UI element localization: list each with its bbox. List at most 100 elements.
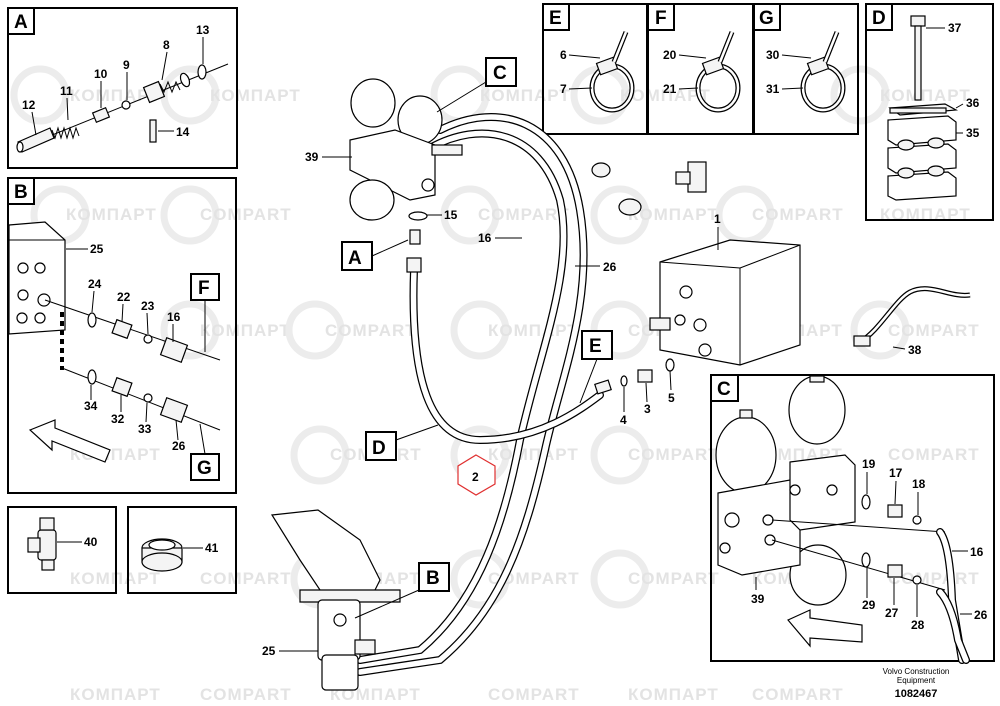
callout-13: 13 (196, 23, 210, 37)
svg-text:COMPART: COMPART (752, 205, 844, 224)
watermark-row: КОМПАРТ COMPART COMPART КОМПАРТ COMPART … (30, 185, 971, 245)
main-tag-a: A (348, 248, 362, 269)
inset-e: E 6 7 (542, 3, 648, 135)
svg-text:КОМПАРТ: КОМПАРТ (70, 569, 161, 588)
main-valve-block-1 (649, 239, 801, 366)
inset-40: 40 (7, 506, 117, 594)
main-tags: C A D E B (341, 57, 613, 619)
callout-26: 26 (172, 439, 186, 453)
svg-text:КОМПАРТ: КОМПАРТ (210, 86, 301, 105)
main-tag-c: C (493, 63, 507, 84)
svg-text:КОМПАРТ: КОМПАРТ (200, 321, 291, 340)
part-30-31-cable-tie (800, 31, 846, 113)
main-accumulator-valve (349, 78, 463, 221)
part-28-ring (912, 575, 922, 585)
inset-d-tag-box (865, 3, 893, 31)
accumulator-left (715, 409, 777, 494)
callout-9: 9 (123, 58, 130, 72)
callout-32: 32 (111, 412, 125, 426)
svg-text:COMPART: COMPART (488, 685, 580, 704)
credit-block: Volvo Construction Equipment 1082467 (883, 667, 950, 700)
callout-19: 19 (862, 457, 876, 471)
valve-block-c (717, 454, 856, 576)
part-23-ring (143, 334, 153, 344)
main-tag-b: B (426, 568, 440, 589)
part-17-nipple (887, 504, 903, 518)
direction-arrow-b (28, 419, 111, 463)
main-callout-26: 26 (603, 260, 617, 274)
main-fittings-3-4-5 (594, 358, 675, 395)
main-part-15-seal (408, 211, 428, 221)
svg-text:COMPART: COMPART (888, 321, 980, 340)
watermark-row: КОМПАРТ КОМПАРТ КОМПАРТ КОМПАРТ КОМПАРТ (10, 65, 970, 125)
callout-33: 33 (138, 422, 152, 436)
callout-23: 23 (141, 299, 155, 313)
ref-g-tag: G (197, 458, 212, 479)
inset-41: 41 (127, 506, 237, 594)
main-tag-e: E (589, 336, 602, 357)
inset-a-tag: A (14, 12, 28, 33)
part-26-hose-end (159, 397, 189, 423)
main-callout-1: 1 (714, 212, 721, 226)
callout-26-c: 26 (974, 608, 988, 622)
inset-c-tag-box (710, 374, 739, 402)
callout-16-c: 16 (970, 545, 984, 559)
main-callout-16: 16 (478, 231, 492, 245)
watermark-row: КОМПАРТ COMPART КОМПАРТ COMPART КОМПАРТ … (70, 685, 844, 704)
callout-6: 6 (560, 48, 567, 62)
part-18-ring (912, 515, 922, 525)
svg-text:КОМПАРТ: КОМПАРТ (70, 685, 161, 704)
main-tag-d-box (365, 431, 397, 461)
main-loose-parts (591, 161, 707, 216)
document-number: 1082467 (895, 688, 938, 700)
callout-29: 29 (862, 598, 876, 612)
part-9-ball (121, 100, 131, 110)
inset-41-frame (127, 506, 237, 594)
callout-8: 8 (163, 38, 170, 52)
callout-36: 36 (966, 96, 980, 110)
part-40-elbow-fitting (27, 517, 57, 571)
accumulator-bottom (789, 544, 847, 606)
svg-text:COMPART: COMPART (200, 569, 292, 588)
main-hose-end-d (406, 257, 422, 273)
part-41-plug (141, 538, 183, 572)
callout-40: 40 (84, 535, 98, 549)
inset-d-tag: D (872, 8, 886, 29)
inset-40-frame (7, 506, 117, 594)
part-16-hose-end (159, 337, 189, 363)
inset-b: B F G 25 24 22 23 16 (7, 177, 237, 494)
callout-7: 7 (560, 82, 567, 96)
inset-b-tag: B (14, 182, 28, 203)
inset-g-tag-box (753, 3, 781, 31)
svg-text:COMPART: COMPART (752, 685, 844, 704)
watermark-row: КОМПАРТ COMPART КОМПАРТ COMPART КОМПАРТ … (70, 425, 979, 485)
part-27-nipple (887, 564, 903, 578)
main-callouts: 39 15 16 26 1 4 3 5 38 25 (262, 150, 922, 658)
inset-a-tag-box (7, 7, 35, 35)
svg-text:COMPART: COMPART (888, 569, 980, 588)
inset-a: A 12 11 10 9 8 13 14 (7, 7, 238, 169)
hose-16-end-c (936, 528, 966, 664)
part-35-clamp-blocks (887, 115, 957, 201)
callout-24: 24 (88, 277, 102, 291)
main-tag-c-box (485, 57, 517, 87)
svg-text:COMPART: COMPART (478, 205, 570, 224)
svg-text:COMPART: COMPART (200, 685, 292, 704)
part-32-nipple (111, 376, 133, 398)
part-37-bolt (910, 15, 926, 101)
part-10-cap (91, 106, 111, 124)
callout-37: 37 (948, 21, 962, 35)
main-hoses (356, 113, 604, 676)
direction-arrow-c (787, 609, 863, 648)
credit-line-1: Volvo Construction (883, 667, 950, 676)
main-tag-d: D (372, 438, 386, 459)
callout-31: 31 (766, 82, 780, 96)
part-34-seal (87, 369, 97, 385)
main-callout-38: 38 (908, 343, 922, 357)
svg-text:КОМПАРТ: КОМПАРТ (880, 205, 971, 224)
ref-f-tag: F (198, 278, 210, 299)
callout-21: 21 (663, 82, 677, 96)
part-22-nipple (111, 318, 133, 340)
inset-f-tag: F (655, 8, 667, 29)
